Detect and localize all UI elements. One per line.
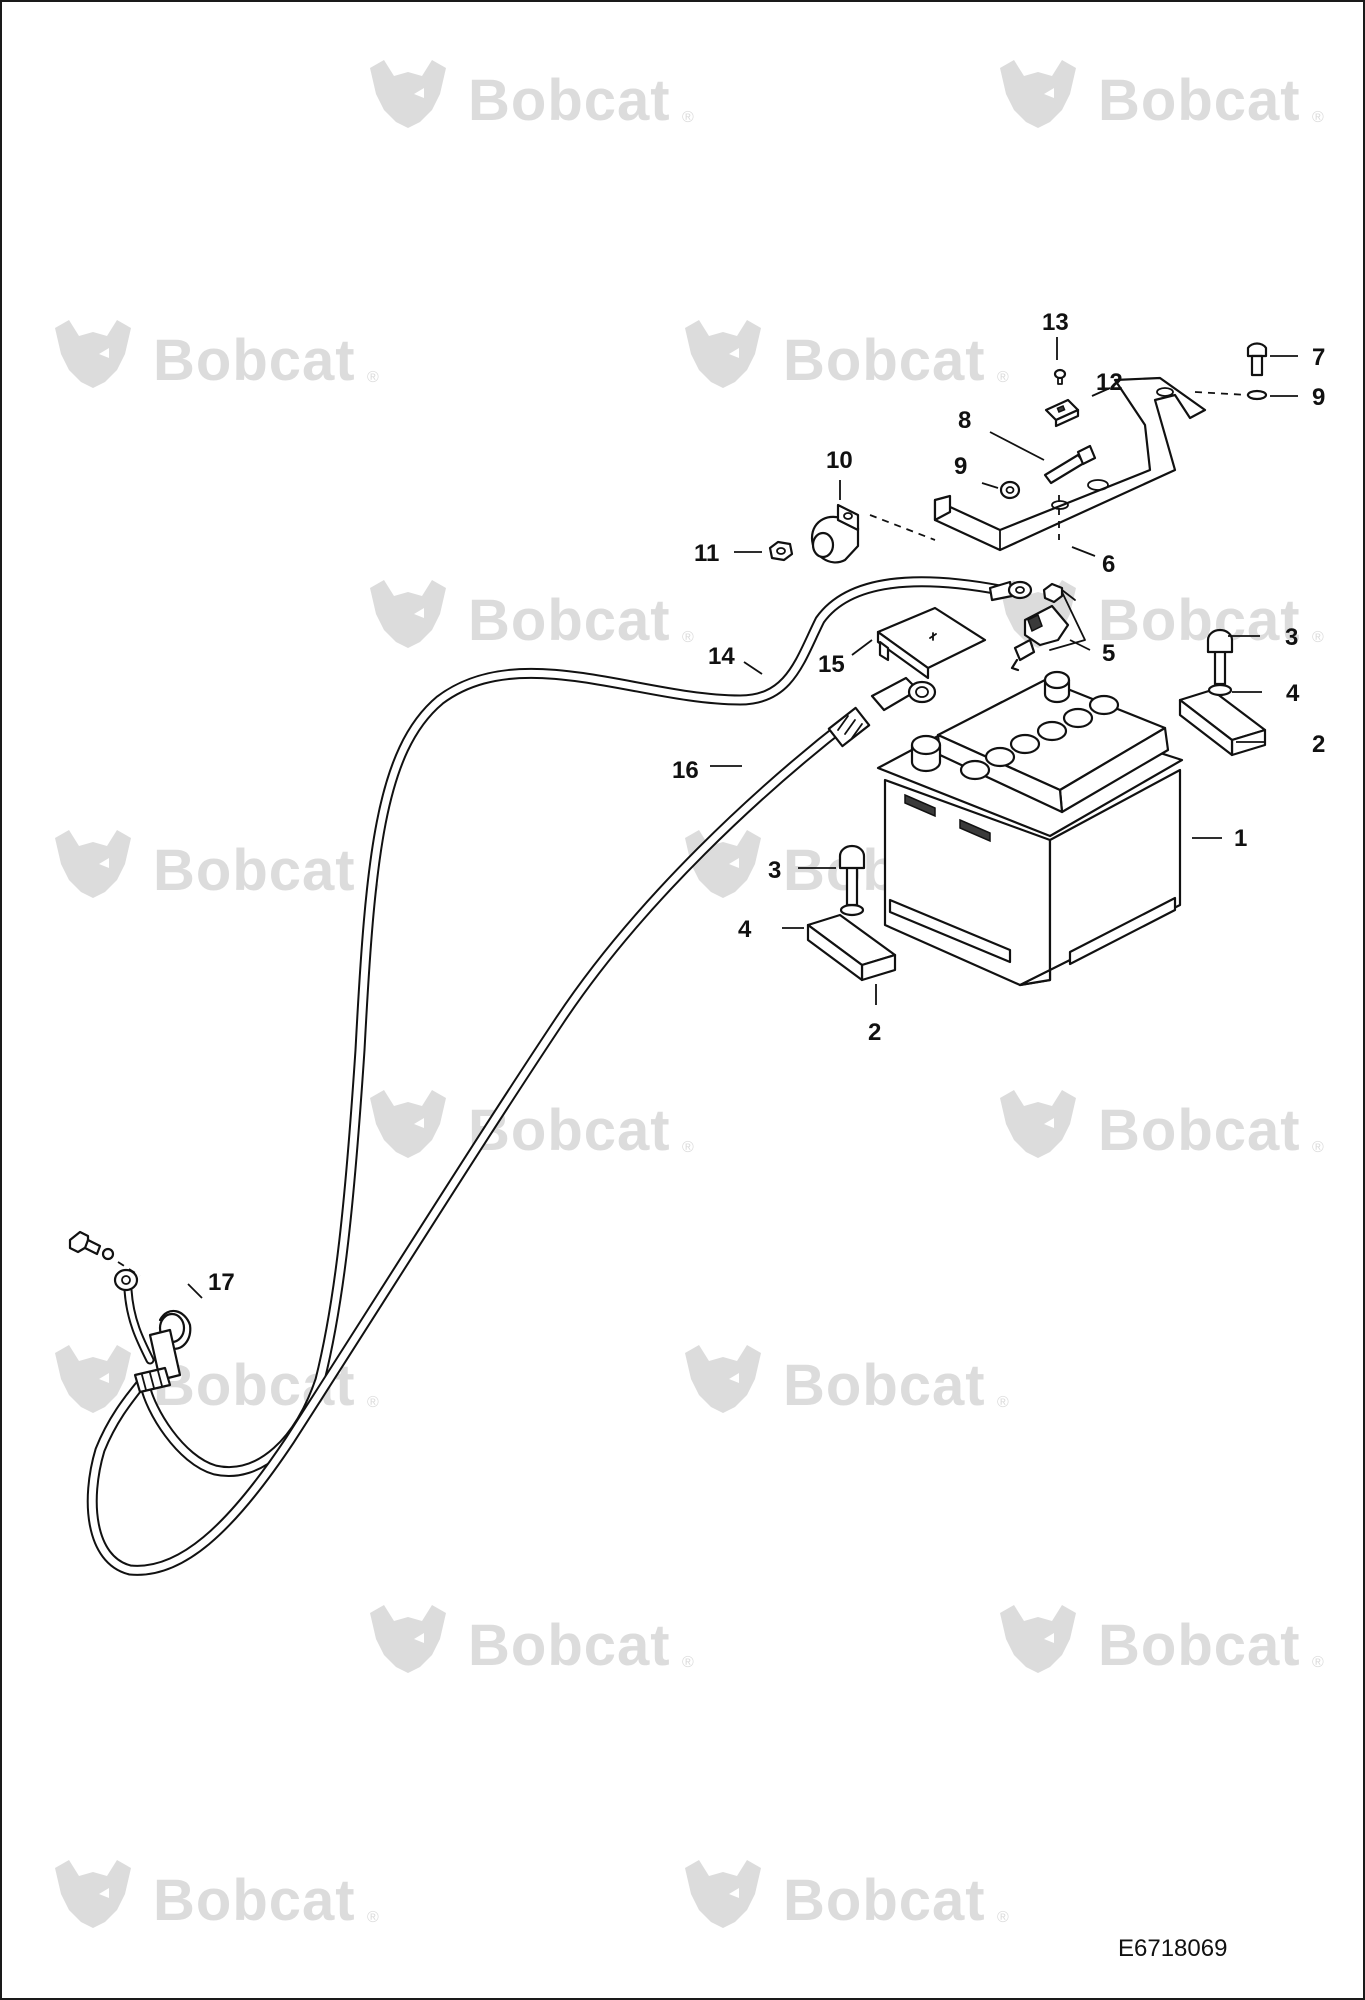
callout-7: 7 bbox=[1312, 344, 1325, 371]
watermark-reg-mark: ® bbox=[682, 109, 694, 126]
callout-labels: 1 2 2 3 3 4 4 5 6 7 8 9 9 10 11 12 13 14… bbox=[208, 309, 1325, 1296]
nut-11 bbox=[768, 540, 794, 562]
callout-12: 12 bbox=[1096, 369, 1123, 396]
watermark-brand: Bobcat bbox=[783, 328, 986, 393]
watermark: Bobcat ® bbox=[1000, 1090, 1324, 1163]
watermark: Bobcat ® bbox=[1000, 580, 1324, 653]
washer-9-center bbox=[999, 480, 1021, 500]
callout-5: 5 bbox=[1102, 640, 1115, 667]
bolt-8 bbox=[1043, 444, 1097, 485]
terminal-5 bbox=[1010, 582, 1086, 672]
watermark-reg-mark: ® bbox=[367, 369, 379, 386]
watermark-brand: Bobcat bbox=[783, 1353, 986, 1418]
callout-17: 17 bbox=[208, 1269, 235, 1296]
cable-16 bbox=[86, 676, 937, 1576]
watermark: Bobcat ® bbox=[55, 320, 379, 393]
callout-9-right: 9 bbox=[1312, 384, 1325, 411]
watermark: Bobcat ® bbox=[370, 1605, 694, 1678]
watermark: Bobcat ® bbox=[55, 1860, 379, 1933]
battery bbox=[876, 670, 1184, 987]
bracket bbox=[869, 376, 1249, 552]
watermark-reg-mark: ® bbox=[682, 1139, 694, 1156]
watermark-brand: Bobcat bbox=[153, 838, 356, 903]
leader-lines bbox=[187, 337, 1298, 1299]
watermark-reg-mark: ® bbox=[367, 1394, 379, 1411]
reference-code: E6718069 bbox=[1118, 1935, 1227, 1962]
watermark: Bobcat ® bbox=[1000, 1605, 1324, 1678]
callout-4-right: 4 bbox=[1286, 680, 1300, 707]
watermark: Bobcat ® bbox=[685, 320, 1009, 393]
watermark-brand: Bobcat bbox=[153, 1868, 356, 1933]
watermark-reg-mark: ® bbox=[1312, 109, 1324, 126]
callout-6: 6 bbox=[1102, 551, 1115, 578]
watermark-reg-mark: ® bbox=[682, 629, 694, 646]
screw-13 bbox=[1053, 368, 1067, 385]
watermark: Bobcat ® bbox=[370, 580, 694, 653]
watermark-brand: Bobcat bbox=[783, 1868, 986, 1933]
watermark-brand: Bobcat bbox=[468, 588, 671, 653]
watermark-reg-mark: ® bbox=[997, 369, 1009, 386]
callout-13: 13 bbox=[1042, 309, 1069, 336]
watermark-reg-mark: ® bbox=[682, 1654, 694, 1671]
ring-terminal-14 bbox=[988, 580, 1033, 602]
callout-16: 16 bbox=[672, 757, 699, 784]
callout-11: 11 bbox=[694, 540, 719, 567]
watermark-brand: Bobcat bbox=[1098, 68, 1301, 133]
watermark: Bobcat ® bbox=[685, 1860, 1009, 1933]
callout-8: 8 bbox=[958, 407, 971, 434]
callout-3-right: 3 bbox=[1285, 624, 1298, 651]
watermark-reg-mark: ® bbox=[997, 1909, 1009, 1926]
watermark-brand: Bobcat bbox=[468, 68, 671, 133]
hold-down-left bbox=[806, 844, 897, 982]
bolt-7 bbox=[1246, 342, 1268, 377]
ground-assembly-17 bbox=[68, 1230, 192, 1394]
watermark-brand: Bobcat bbox=[468, 1613, 671, 1678]
watermark-reg-mark: ® bbox=[1312, 1139, 1324, 1156]
callout-15: 15 bbox=[818, 651, 845, 678]
watermark-brand: Bobcat bbox=[1098, 1098, 1301, 1163]
clamp-10 bbox=[810, 503, 860, 564]
watermark-brand: Bobcat bbox=[1098, 1613, 1301, 1678]
callout-3-left: 3 bbox=[768, 857, 781, 884]
watermark-brand: Bobcat bbox=[1098, 588, 1301, 653]
watermark: Bobcat ® bbox=[370, 60, 694, 133]
watermark-reg-mark: ® bbox=[1312, 1654, 1324, 1671]
callout-4-left: 4 bbox=[738, 916, 752, 943]
watermark: Bobcat ® bbox=[1000, 60, 1324, 133]
callout-2-right: 2 bbox=[1312, 731, 1325, 758]
watermark-reg-mark: ® bbox=[997, 1394, 1009, 1411]
callout-1: 1 bbox=[1234, 825, 1247, 852]
watermark-brand: Bobcat bbox=[153, 328, 356, 393]
callout-2-left: 2 bbox=[868, 1019, 881, 1046]
washer-9-right bbox=[1246, 389, 1268, 401]
clip-12 bbox=[1044, 398, 1080, 428]
watermark-layer: Bobcat ® Bobcat ® Bobcat ® Bobcat ® Bobcat ® Bobca… bbox=[55, 60, 1324, 1933]
watermark-reg-mark: ® bbox=[367, 1909, 379, 1926]
callout-10: 10 bbox=[826, 447, 853, 474]
watermark-reg-mark: ® bbox=[1312, 629, 1324, 646]
callout-9-center: 9 bbox=[954, 453, 967, 480]
watermark: Bobcat ® bbox=[685, 1345, 1009, 1418]
watermark: Bobcat® bbox=[55, 830, 379, 903]
callout-14: 14 bbox=[708, 643, 735, 670]
terminal-cover-15 bbox=[876, 606, 987, 680]
